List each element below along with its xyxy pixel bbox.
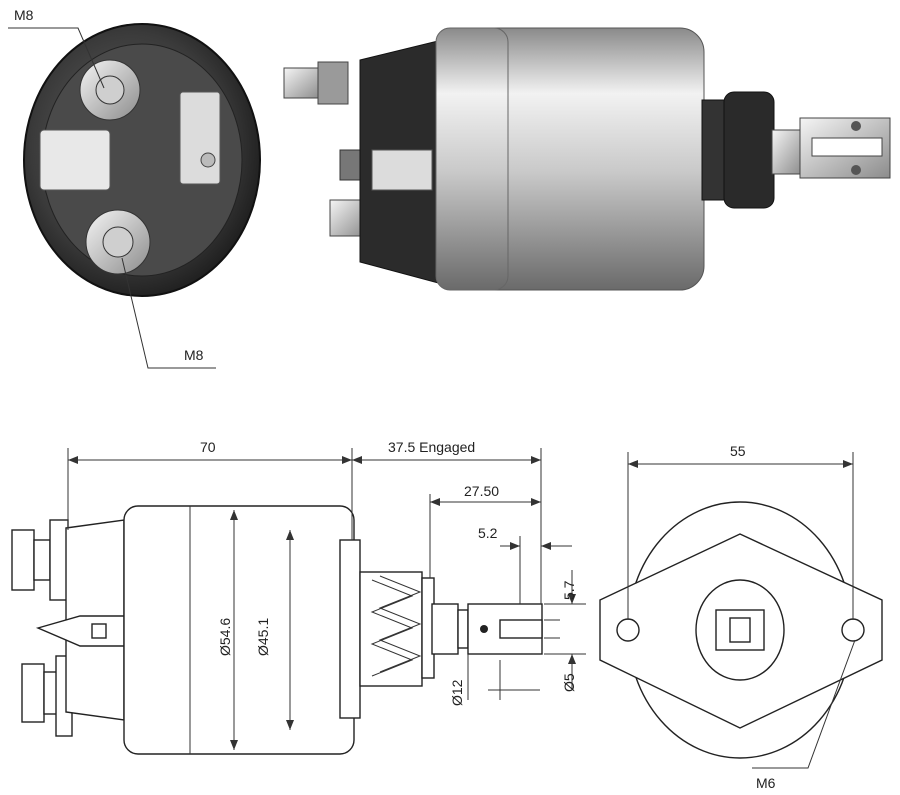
terminal-bolt-bottom xyxy=(85,209,151,275)
dim-plunger-length: 27.50 xyxy=(464,483,499,499)
dim-inner-diameter: Ø45.1 xyxy=(255,618,271,656)
dim-engaged: 37.5 Engaged xyxy=(388,439,475,455)
dim-pin-diameter: Ø12 xyxy=(449,679,465,706)
dim-hole-diameter: Ø5 xyxy=(561,673,577,692)
label-top-terminal: M8 xyxy=(14,7,34,23)
terminal-bolt-top xyxy=(79,59,141,121)
label-thread: M6 xyxy=(756,775,776,791)
dim-slot-height: 5.7 xyxy=(561,580,577,600)
photo-side-view xyxy=(283,27,891,291)
label-bottom-terminal: M8 xyxy=(184,347,204,363)
front-view-dimensions: 55 M6 xyxy=(627,443,856,791)
drawing-front-view xyxy=(599,501,883,759)
dim-hole-spacing: 55 xyxy=(730,443,746,459)
dim-length: 70 xyxy=(200,439,216,455)
dim-slot-width: 5.2 xyxy=(478,525,498,541)
spring xyxy=(370,575,422,677)
dim-body-diameter: Ø54.6 xyxy=(217,618,233,656)
side-view-dimensions: 70 37.5 Engaged 27.50 5.2 5.7 Ø5 xyxy=(67,439,586,750)
drawing-side-view xyxy=(11,505,543,755)
photo-end-view xyxy=(23,23,261,297)
